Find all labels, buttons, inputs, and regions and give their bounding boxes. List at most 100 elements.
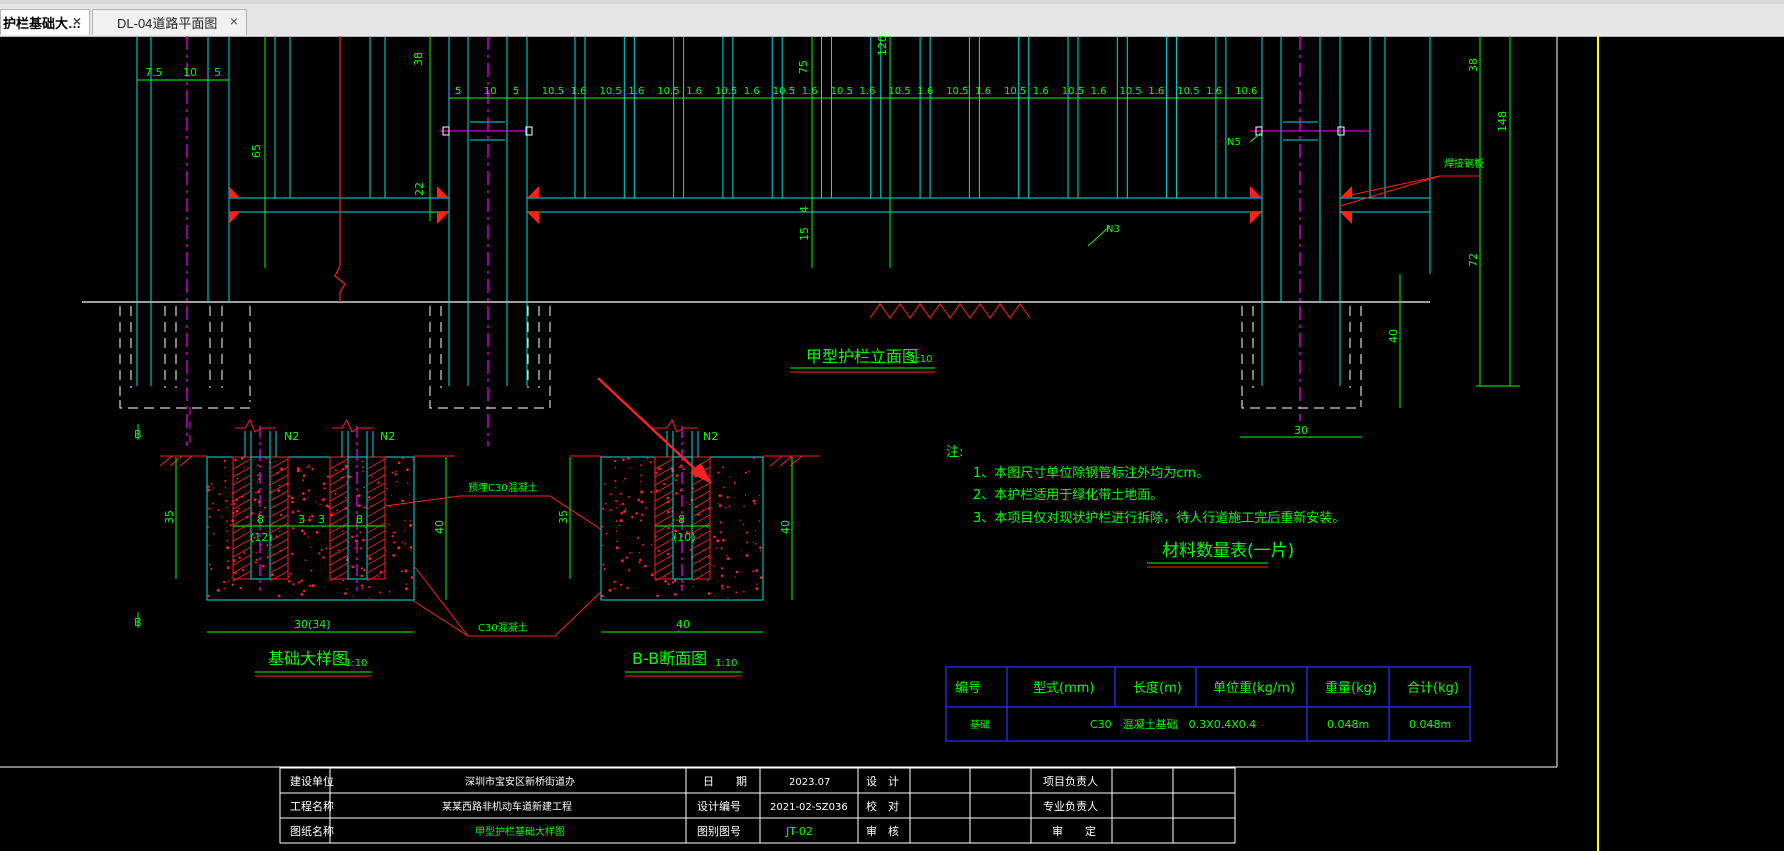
dim-label: 35: [163, 510, 176, 524]
dim-label: 22: [413, 182, 426, 196]
dim-label: 1.6: [744, 86, 760, 97]
dim-label: 8: [257, 513, 264, 526]
tb-label: 图别图号: [697, 825, 741, 838]
part-label: N3: [1106, 224, 1120, 235]
view-title: 基础大样图: [268, 649, 348, 668]
part-label: 焊接钢板: [1444, 157, 1484, 170]
table-header: 长度(m): [1133, 680, 1182, 696]
dim-label: 35: [557, 510, 570, 524]
tb-value: 甲型护栏基础大样图: [475, 825, 565, 838]
dim-label: 5: [513, 86, 519, 97]
dim-label: 1.6: [571, 86, 587, 97]
foundation-detail: B B N2 N2 8 3 3 8 (12) 35 40 30(34) 预埋C3…: [134, 418, 661, 677]
dim-label: 38: [1467, 58, 1480, 72]
dim-label: 1.6: [1148, 86, 1164, 97]
notes-heading: 注:: [946, 445, 963, 460]
dim-label: 4: [798, 206, 811, 213]
dim-label: 1.6: [1206, 86, 1222, 97]
socket-hatching: [654, 458, 711, 582]
tab-road-plan[interactable]: DL-04道路平面图 ×: [92, 9, 247, 35]
tb-label: 建设单位: [290, 774, 334, 788]
dim-label: 38: [412, 52, 425, 66]
tb-label: 审 定: [1052, 824, 1096, 838]
dim-label: 1.6: [628, 86, 644, 97]
note-item: 3、本项目仅对现状护栏进行拆除，待人行道施工完后重新安装。: [973, 510, 1345, 526]
dim-label: 148: [1496, 111, 1509, 132]
tab-guardrail-foundation[interactable]: 护栏基础大… ×: [0, 9, 90, 35]
part-label: N5: [1227, 137, 1241, 148]
tb-label: 设 计: [866, 775, 899, 788]
dim-label: 40: [433, 520, 446, 534]
note-item: 2、本护栏适用于绿化带土地面。: [973, 488, 1163, 503]
dim-label: 3: [318, 513, 325, 526]
table-header: 型式(mm): [1033, 681, 1094, 696]
toolbar-strip: [0, 0, 1784, 4]
note-item: 1、本图尺寸单位除钢管标注外均为cm。: [973, 466, 1209, 481]
socket-hatching: [232, 458, 386, 582]
tb-value: JT-02: [785, 825, 813, 838]
close-icon[interactable]: ×: [72, 13, 81, 29]
dim-label: 10.5: [1120, 86, 1142, 97]
dim-label: 10: [183, 66, 197, 79]
close-icon[interactable]: ×: [229, 13, 238, 29]
dim-label: 10.5: [1004, 86, 1026, 97]
tb-label: 图纸名称: [290, 824, 334, 838]
rebar-label: N2: [703, 430, 718, 443]
title-block: 建设单位 工程名称 图纸名称 深圳市宝安区新桥街道办 某某西路非机动车道新建工程…: [279, 767, 1236, 844]
cad-drawing-canvas[interactable]: 7.5 10 5 510510.51.610.51.610.51.610.51.…: [0, 36, 1784, 851]
tb-value: 2023.07: [789, 777, 830, 788]
dim-label: 1.6: [1091, 86, 1107, 97]
dim-label: 1.6: [975, 86, 991, 97]
table-cell: 基础: [970, 718, 990, 731]
dim-label: 10.5: [542, 86, 564, 97]
view-title: 甲型护栏立面图: [806, 347, 918, 366]
tb-label: 校 对: [866, 799, 899, 813]
dim-label: 10.5: [715, 86, 737, 97]
materials-table: 材料数量表(一片) 编号 型式(mm) 长度(m) 单位重(kg/m) 重量(k…: [945, 541, 1471, 742]
dim-label: 1.6: [686, 86, 702, 97]
concrete-speckle: [207, 457, 414, 599]
dim-label: 1.6: [860, 86, 876, 97]
section-bb: N2 8 (10) 35 40 40 B-B断面图 1:10: [557, 418, 820, 677]
tb-value: 深圳市宝安区新桥街道办: [465, 775, 575, 788]
view-scale: 1:10: [345, 658, 367, 669]
dim-label: 10.5: [946, 86, 968, 97]
tb-label: 专业负责人: [1043, 799, 1098, 813]
tb-label: 工程名称: [290, 799, 334, 813]
tb-label: 设计编号: [697, 799, 741, 813]
tb-label: 日 期: [703, 775, 747, 788]
rebar-label: N2: [284, 430, 299, 443]
table-cell: C30 混凝土基础 0.3X0.4X0.4: [1090, 717, 1256, 731]
table-header: 编号: [955, 681, 981, 696]
dim-label: 1.6: [917, 86, 933, 97]
dim-label: (12): [250, 531, 273, 544]
document-tab-bar: 护栏基础大… × DL-04道路平面图 ×: [0, 0, 1784, 37]
view-scale: 1:10: [910, 354, 932, 365]
dim-label: 72: [1467, 253, 1480, 267]
dim-label: 10.5: [1177, 86, 1199, 97]
dim-label: 10: [484, 86, 497, 97]
table-title: 材料数量表(一片): [1162, 541, 1294, 561]
dim-label: 40: [676, 618, 690, 631]
dim-label: 10.5: [888, 86, 910, 97]
dim-label: 1.6: [1033, 86, 1049, 97]
dim-label: 75: [797, 60, 810, 74]
table-cell: 0.048m: [1409, 718, 1451, 731]
dim-label: 30(34): [294, 618, 331, 631]
dim-label: 30: [1294, 424, 1308, 437]
dim-label: 3: [298, 513, 305, 526]
dim-label: 120: [876, 36, 889, 56]
view-title: B-B断面图: [632, 649, 707, 668]
notes-block: 注: 1、本图尺寸单位除钢管标注外均为cm。 2、本护栏适用于绿化带土地面。 3…: [946, 445, 1345, 526]
table-header: 合计(kg): [1407, 681, 1459, 696]
section-title: B-B断面图 1:10: [625, 649, 742, 677]
dim-label: 10.5: [600, 86, 622, 97]
table-cell: 0.048m: [1327, 718, 1369, 731]
tb-value: 某某西路非机动车道新建工程: [442, 800, 572, 813]
rebar-label: N2: [380, 430, 395, 443]
elevation-view: 7.5 10 5 510510.51.610.51.610.51.610.51.…: [82, 36, 1520, 446]
elevation-title: 甲型护栏立面图 1:10: [790, 347, 935, 373]
foundation-title: 基础大样图 1:10: [255, 649, 372, 677]
tab-label: DL-04道路平面图: [117, 16, 218, 31]
